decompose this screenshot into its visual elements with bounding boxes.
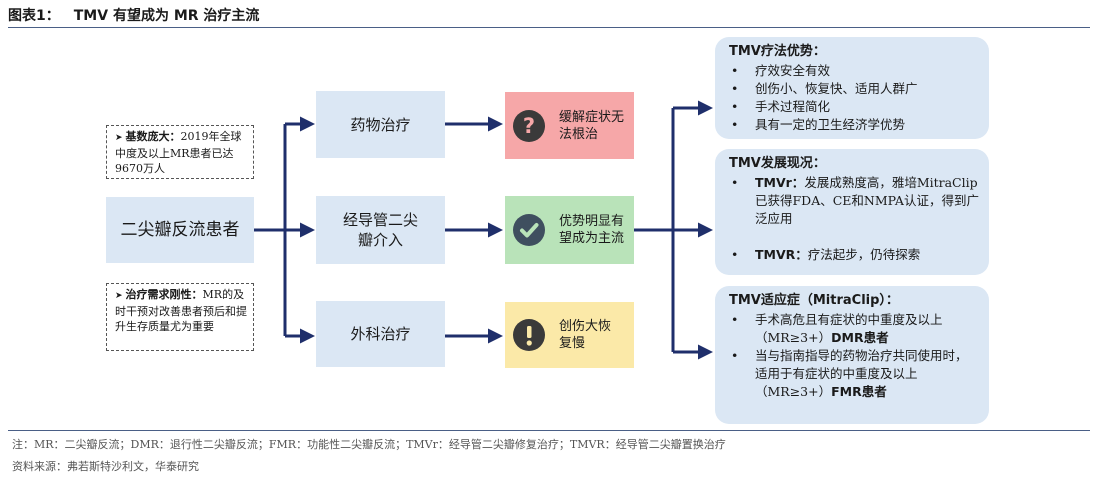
demand-note: ➤治疗需求刚性：MR的及时干预对改善患者预后和提升生存质量尤为重要: [106, 283, 254, 351]
base-note-lead: 基数庞大：: [125, 130, 181, 143]
patients-label: 二尖瓣反流患者: [120, 220, 240, 240]
tmvr-replace-item: TMVR：疗法起步，仍待探索: [729, 246, 979, 264]
status-list: TMVr：发展成熟度高，雅培MitraClip已获得FDA、CE和NMPA认证，…: [729, 174, 979, 264]
tmv-outcome-box: 优势明显有望成为主流: [505, 196, 634, 264]
indications-panel: TMV适应症（MitraClip）： 手术高危且有症状的中重度及以上（MR≥3+…: [715, 286, 989, 424]
demand-note-lead: 治疗需求刚性：: [125, 288, 203, 301]
figure-label: 图表1：: [8, 8, 60, 24]
advantage-item: 疗效安全有效: [729, 62, 979, 80]
indication-item: 手术高危且有症状的中重度及以上（MR≥3+）DMR患者: [729, 311, 979, 347]
drug-treatment-label: 药物治疗: [350, 115, 411, 134]
tmvr-replace-lead: TMVR：: [755, 247, 808, 262]
base-note: ➤基数庞大：2019年全球中度及以上MR患者已达9670万人: [106, 125, 254, 179]
advantage-item: 手术过程简化: [729, 98, 979, 116]
indication-text: 手术高危且有症状的中重度及以上（MR≥3+）: [755, 312, 943, 345]
indication-emphasis: FMR患者: [831, 384, 887, 399]
indication-text: 当与指南指导的药物治疗共同使用时，适用于有症状的中重度及以上（MR≥3+）: [755, 348, 968, 399]
question-icon: ?: [513, 109, 545, 142]
surgery-treatment-label: 外科治疗: [350, 325, 411, 343]
drug-outcome-box: ? 缓解症状无法根治: [505, 92, 634, 159]
figure-heading: TMV 有望成为 MR 治疗主流: [73, 8, 260, 24]
drug-treatment-box: 药物治疗: [316, 91, 445, 158]
indications-title: TMV适应症（MitraClip）：: [729, 293, 899, 308]
surgery-outcome-text: 创伤大恢复慢: [559, 319, 612, 351]
demand-note-text: MR的及时干预对改善患者预后和提升生存质量尤为重要: [115, 288, 247, 333]
advantage-item: 具有一定的卫生经济学优势: [729, 116, 979, 134]
check-icon: [513, 214, 545, 246]
tmvr-repair-text: 发展成熟度高，雅培MitraClip已获得FDA、CE和NMPA认证，得到广泛应…: [755, 175, 979, 226]
tmvr-replace-text: 疗法起步，仍待探索: [807, 247, 921, 262]
status-title: TMV发展现况：: [729, 156, 826, 171]
tmvr-repair-lead: TMVr：: [755, 175, 805, 190]
exclamation-icon: [513, 319, 545, 351]
tmv-treatment-label: 经导管二尖瓣介入: [342, 211, 418, 249]
drug-outcome-text: 缓解症状无法根治: [559, 109, 625, 142]
tmv-treatment-box: 经导管二尖瓣介入: [316, 196, 445, 264]
indication-item: 当与指南指导的药物治疗共同使用时，适用于有症状的中重度及以上（MR≥3+）FMR…: [729, 347, 979, 401]
base-note-text: 2019年全球中度及以上MR患者已达9670万人: [115, 130, 242, 175]
advantage-item: 创伤小、恢复快、适用人群广: [729, 80, 979, 98]
patients-box: 二尖瓣反流患者: [106, 197, 254, 263]
tmvr-repair-item: TMVr：发展成熟度高，雅培MitraClip已获得FDA、CE和NMPA认证，…: [729, 174, 979, 228]
surgery-treatment-box: 外科治疗: [316, 301, 445, 367]
indications-list: 手术高危且有症状的中重度及以上（MR≥3+）DMR患者 当与指南指导的药物治疗共…: [729, 311, 979, 401]
figure-title: 图表1： TMV 有望成为 MR 治疗主流: [8, 5, 259, 25]
advantages-list: 疗效安全有效 创伤小、恢复快、适用人群广 手术过程简化 具有一定的卫生经济学优势: [729, 62, 979, 134]
footer-rule: [8, 430, 1090, 431]
surgery-outcome-box: 创伤大恢复慢: [505, 302, 634, 368]
advantages-title: TMV疗法优势：: [729, 44, 826, 59]
svg-text:?: ?: [523, 114, 535, 138]
header-rule: [8, 27, 1090, 28]
status-panel: TMV发展现况： TMVr：发展成熟度高，雅培MitraClip已获得FDA、C…: [715, 149, 989, 275]
source-note: 资料来源：弗若斯特沙利文，华泰研究: [12, 460, 199, 473]
indication-emphasis: DMR患者: [831, 330, 889, 345]
advantages-panel: TMV疗法优势： 疗效安全有效 创伤小、恢复快、适用人群广 手术过程简化 具有一…: [715, 37, 989, 139]
abbreviation-note: 注：MR：二尖瓣反流；DMR：退行性二尖瓣反流；FMR：功能性二尖瓣反流；TMV…: [12, 438, 726, 451]
tmv-outcome-text: 优势明显有望成为主流: [559, 214, 625, 246]
